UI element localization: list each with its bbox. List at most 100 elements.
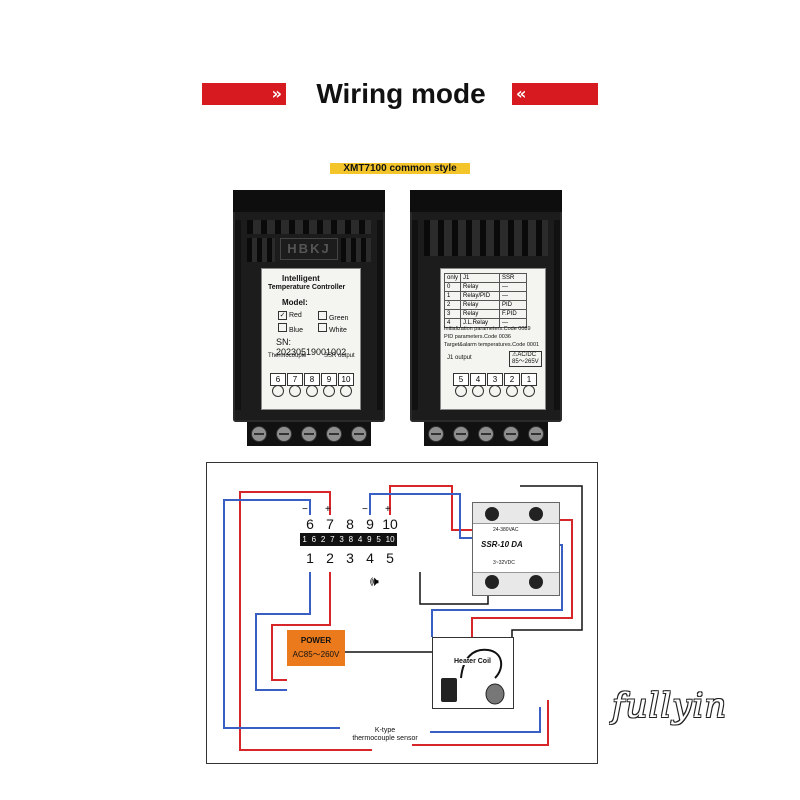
table-cell: Relay/PID: [460, 291, 501, 301]
screw-icon: [485, 507, 499, 521]
screw-icon: [325, 426, 342, 442]
ssr-output-rating: 24-380VAC: [493, 527, 519, 533]
table-header: SSR: [499, 273, 528, 283]
table-cell: —: [499, 318, 528, 328]
power-range: AC85～260V: [292, 650, 340, 659]
code-line: Initialization parameters.Code 0089: [444, 326, 531, 332]
table-cell: 2: [443, 300, 462, 310]
screw-icon: [529, 575, 543, 589]
ssr-model: SSR-10 DA: [481, 540, 523, 549]
table-cell: Relay: [460, 309, 501, 319]
mode-table: only J1 SSR 0 Relay — 1 Relay/PID — 2 Re…: [443, 273, 528, 328]
checkbox-icon: [318, 323, 327, 332]
strip-number: 9: [367, 535, 372, 544]
strip-number: 6: [311, 535, 317, 544]
buzzer-icon: 🕪: [370, 574, 379, 590]
strip-number: 2: [320, 535, 326, 544]
table-header: J1: [460, 273, 501, 283]
subtitle: XMT7100 common style: [330, 163, 470, 174]
left-terminal-block: [247, 422, 371, 446]
screw-icon: [529, 507, 543, 521]
screw-icon: [300, 426, 317, 442]
sn-label: SN:: [276, 337, 292, 347]
heater-coil-box: Heater Coil: [432, 637, 514, 709]
table-cell: Relay: [460, 300, 501, 310]
terminal-label: 1: [306, 550, 314, 566]
label-ssr-output: SSR output: [324, 353, 355, 359]
screw-icon: [527, 426, 544, 442]
sensor-name: thermocouple sensor: [352, 735, 418, 742]
code-line: PID parameters.Code 0036: [444, 334, 511, 340]
strip-number: 7: [330, 535, 335, 544]
left-vent-slots-3: [341, 238, 371, 262]
strip-number: 5: [376, 535, 381, 544]
terminal-label: 6: [306, 516, 314, 532]
checkbox-checked-icon: ✓: [278, 311, 287, 320]
power-supply-box: POWER AC85～260V: [287, 630, 345, 666]
screw-icon: [428, 426, 445, 442]
screw-icon: [350, 426, 367, 442]
right-controller-photo: only J1 SSR 0 Relay — 1 Relay/PID — 2 Re…: [410, 190, 562, 422]
option-red-label: Red: [288, 312, 302, 319]
banner-right-chevron-icon: «: [516, 84, 527, 103]
sensor-type: K-type: [374, 727, 396, 734]
label-j1-output: J1 output: [447, 355, 472, 361]
solid-state-relay: 24-380VAC SSR-10 DA 3~32VDC: [472, 502, 560, 596]
option-blue-label: Blue: [288, 327, 303, 334]
heater-label: Heater Coil: [453, 658, 492, 665]
label-acdc: ⚠AC/DC 85～265V: [509, 351, 542, 367]
option-white: White: [318, 323, 347, 334]
terminal-label: 7: [326, 516, 334, 532]
option-green: Green: [318, 311, 348, 322]
terminal-label: 8: [346, 516, 354, 532]
acdc-text: AC/DC: [517, 352, 537, 358]
strip-number: 4: [357, 535, 363, 544]
label-model: Model:: [282, 298, 308, 307]
checkbox-icon: [278, 323, 287, 332]
screw-icon: [477, 426, 494, 442]
strip-number: 8: [348, 535, 354, 544]
sn-value: 20230519001002: [276, 347, 347, 357]
option-red: ✓ Red: [278, 311, 302, 320]
left-vent-slots-2: [247, 238, 275, 262]
option-green-label: Green: [328, 315, 349, 322]
power-title: POWER: [300, 636, 332, 645]
heater-coil-icon: [441, 648, 505, 705]
label-sn: SN: 20230519001002: [276, 337, 360, 357]
table-cell: PID: [499, 300, 528, 310]
terminal-label: 2: [326, 550, 334, 566]
right-spec-label: only J1 SSR 0 Relay — 1 Relay/PID — 2 Re…: [440, 268, 546, 410]
code-line: Target&alarm temperatures.Code 0001: [444, 342, 540, 348]
left-controller-photo: HBKJ Intelligent Temperature Controller …: [233, 190, 385, 422]
right-vent-slots: [424, 220, 548, 256]
terminal-label: 4: [366, 550, 374, 566]
screw-icon: [485, 575, 499, 589]
ssr-input-rating: 3~32VDC: [493, 560, 515, 566]
option-white-label: White: [328, 327, 347, 334]
right-label-screw-icons: [455, 385, 535, 397]
terminal-label: 3: [346, 550, 354, 566]
table-cell: 0: [443, 282, 462, 292]
table-cell: —: [499, 282, 528, 292]
thermocouple-sensor-label: K-type thermocouple sensor: [340, 727, 430, 743]
screw-icon: [276, 426, 293, 442]
left-vent-slots: [247, 220, 371, 234]
table-cell: —: [499, 291, 528, 301]
option-blue: Blue: [278, 323, 303, 334]
watermark-logo: fullyin: [612, 686, 728, 726]
strip-number: 1: [302, 535, 307, 544]
table-cell: 4: [443, 318, 462, 328]
checkbox-icon: [318, 311, 327, 320]
label-title-2: Temperature Controller: [268, 284, 346, 291]
strip-number: 10: [385, 535, 395, 544]
left-label-screw-icons: [272, 385, 352, 397]
ssr-label: 24-380VAC SSR-10 DA 3~32VDC: [473, 523, 559, 573]
voltage-text: 85～265V: [512, 359, 539, 365]
right-terminal-block: [424, 422, 548, 446]
terminal-label: 5: [386, 550, 394, 566]
table-cell: 3: [443, 309, 462, 319]
warning-icon: ⚠: [512, 352, 518, 358]
